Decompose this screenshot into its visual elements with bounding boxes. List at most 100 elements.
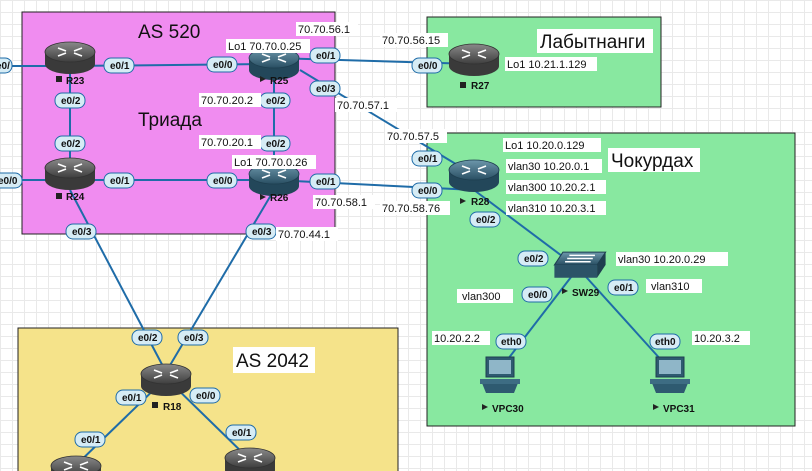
- r26-e0-0-port[interactable]: e0/0: [206, 172, 238, 189]
- r24-e0-1-port[interactable]: e0/1: [103, 172, 135, 189]
- vpc31-eth0-port[interactable]: eth0: [649, 333, 681, 350]
- sw29-e0-0-vlan: vlan300: [462, 291, 501, 303]
- router-r28[interactable]: R28: [448, 159, 500, 208]
- r27-e0-0-port[interactable]: e0/0: [411, 57, 443, 74]
- sw29-e0-1-vlan: vlan310: [651, 281, 690, 293]
- r25-e0-0-port[interactable]: e0/0: [206, 56, 238, 73]
- sw29-e0-2-port[interactable]: e0/2: [517, 250, 549, 267]
- vpc30-eth0-port[interactable]: eth0: [495, 333, 527, 350]
- r28-name: R28: [471, 197, 490, 208]
- svg-text:e0/2: e0/2: [266, 139, 286, 150]
- r28-vlan310-label: vlan310 10.20.3.1: [508, 203, 595, 215]
- r18-name: R18: [163, 402, 182, 413]
- svg-text:eth0: eth0: [655, 337, 676, 348]
- svg-text:eth0: eth0: [501, 337, 522, 348]
- svg-text:e0/2: e0/2: [524, 254, 544, 265]
- vpc31-ip: 10.20.3.2: [694, 333, 740, 345]
- svg-text:e0/0: e0/0: [213, 60, 233, 71]
- r28-e0-0-port[interactable]: e0/0: [411, 182, 443, 199]
- svg-text:e0/2: e0/2: [61, 96, 81, 107]
- r18-e0-1-port[interactable]: e0/1: [115, 389, 147, 406]
- r27-name: R27: [471, 81, 490, 92]
- router-r25[interactable]: R25: [248, 47, 300, 87]
- r23-name: R23: [66, 76, 85, 87]
- r23-left-port[interactable]: e0/: [0, 57, 13, 74]
- svg-text:e0/1: e0/1: [316, 51, 336, 62]
- bottom-left-e0-1-port[interactable]: e0/1: [74, 431, 106, 448]
- svg-text:e0/1: e0/1: [81, 435, 101, 446]
- r26-e0-2-port[interactable]: e0/2: [259, 135, 291, 152]
- r27-e0-0-ip: 70.70.56.15: [382, 35, 440, 47]
- svg-text:e0/3: e0/3: [72, 227, 92, 238]
- svg-text:e0/1: e0/1: [316, 177, 336, 188]
- r18-e0-0-port[interactable]: e0/0: [189, 387, 221, 404]
- r25-e0-3-port[interactable]: e0/3: [309, 80, 341, 97]
- r26-e0-1-port[interactable]: e0/1: [309, 173, 341, 190]
- svg-text:e0/3: e0/3: [316, 84, 336, 95]
- router-r27[interactable]: R27: [448, 43, 500, 92]
- r28-e0-1-port[interactable]: e0/1: [411, 150, 443, 167]
- r23-e0-1-port[interactable]: e0/1: [103, 57, 135, 74]
- r24-left-e0-0-port[interactable]: e0/0: [0, 172, 23, 189]
- pc-vpc30[interactable]: VPC30: [480, 356, 524, 415]
- r28-vlan30-label: vlan30 10.20.0.1: [508, 161, 589, 173]
- r24-name: R24: [66, 192, 85, 203]
- svg-text:e0/2: e0/2: [266, 96, 286, 107]
- r24-e0-2-port[interactable]: e0/2: [54, 135, 86, 152]
- svg-text:e0/0: e0/0: [418, 186, 438, 197]
- router-bottom-right[interactable]: [224, 447, 276, 471]
- vpc30-ip: 10.20.2.2: [434, 333, 480, 345]
- svg-text:e0/1: e0/1: [110, 61, 130, 72]
- r24-e0-3-port[interactable]: e0/3: [65, 223, 97, 240]
- r28-e0-1-ip: 70.70.57.5: [387, 131, 439, 143]
- router-r18[interactable]: R18: [140, 363, 192, 413]
- r28-lo1-label: Lo1 10.20.0.129: [505, 140, 585, 152]
- svg-text:e0/1: e0/1: [122, 393, 142, 404]
- r26-e0-1-ip: 70.70.58.1: [315, 197, 367, 209]
- svg-text:e0/0: e0/0: [0, 176, 18, 187]
- r26-e0-2-ip: 70.70.20.1: [201, 137, 253, 149]
- router-r26[interactable]: R26: [248, 163, 300, 204]
- svg-text:e0/: e0/: [0, 61, 10, 72]
- r28-vlan300-label: vlan300 10.20.2.1: [508, 182, 595, 194]
- vpc31-name: VPC31: [663, 404, 695, 415]
- svg-text:e0/2: e0/2: [138, 333, 158, 344]
- router-r24[interactable]: R24: [44, 157, 96, 203]
- r23-e0-2-port[interactable]: e0/2: [54, 92, 86, 109]
- r25-e0-1-ip: 70.70.56.1: [298, 24, 350, 36]
- svg-text:e0/0: e0/0: [213, 176, 233, 187]
- r25-e0-2-ip: 70.70.20.2: [201, 95, 253, 107]
- address-labels: Lo1 70.70.0.25 70.70.56.1 70.70.20.2 70.…: [199, 22, 750, 345]
- svg-text:e0/3: e0/3: [252, 227, 272, 238]
- svg-text:e0/0: e0/0: [528, 290, 548, 301]
- router-r23[interactable]: R23: [44, 41, 96, 87]
- r25-lo1-label: Lo1 70.70.0.25: [228, 41, 301, 53]
- svg-text:e0/1: e0/1: [418, 154, 438, 165]
- vpc30-name: VPC30: [492, 404, 524, 415]
- switch-sw29[interactable]: SW29: [553, 251, 607, 299]
- bottom-right-e0-1-port[interactable]: e0/1: [225, 424, 257, 441]
- r25-name: R25: [270, 76, 289, 87]
- svg-text:e0/1: e0/1: [110, 176, 130, 187]
- svg-text:e0/1: e0/1: [232, 428, 252, 439]
- sw29-name: SW29: [572, 288, 600, 299]
- sw29-vlan30-label: vlan30 10.20.0.29: [618, 254, 705, 266]
- r25-e0-2-port[interactable]: e0/2: [259, 92, 291, 109]
- sw29-e0-0-port[interactable]: e0/0: [521, 286, 553, 303]
- pc-vpc31[interactable]: VPC31: [650, 356, 695, 415]
- r18-e0-3-port[interactable]: e0/3: [177, 329, 209, 346]
- chokurdakh-title: Чокурдах: [611, 151, 694, 172]
- r26-e0-3-port[interactable]: e0/3: [245, 223, 277, 240]
- svg-text:e0/0: e0/0: [196, 391, 216, 402]
- r28-e0-2-port[interactable]: e0/2: [469, 211, 501, 228]
- svg-text:e0/2: e0/2: [61, 139, 81, 150]
- as520-title: AS 520: [138, 22, 200, 43]
- r27-lo1-label: Lo1 10.21.1.129: [507, 59, 587, 71]
- sw29-e0-1-port[interactable]: e0/1: [607, 279, 639, 296]
- labytnangi-title: Лабытнанги: [540, 32, 645, 53]
- svg-text:e0/3: e0/3: [184, 333, 204, 344]
- r18-e0-2-port[interactable]: e0/2: [131, 329, 163, 346]
- triada-title: Триада: [138, 110, 202, 131]
- r25-e0-1-port[interactable]: e0/1: [309, 47, 341, 64]
- r28-e0-0-ip: 70.70.58.76: [382, 203, 440, 215]
